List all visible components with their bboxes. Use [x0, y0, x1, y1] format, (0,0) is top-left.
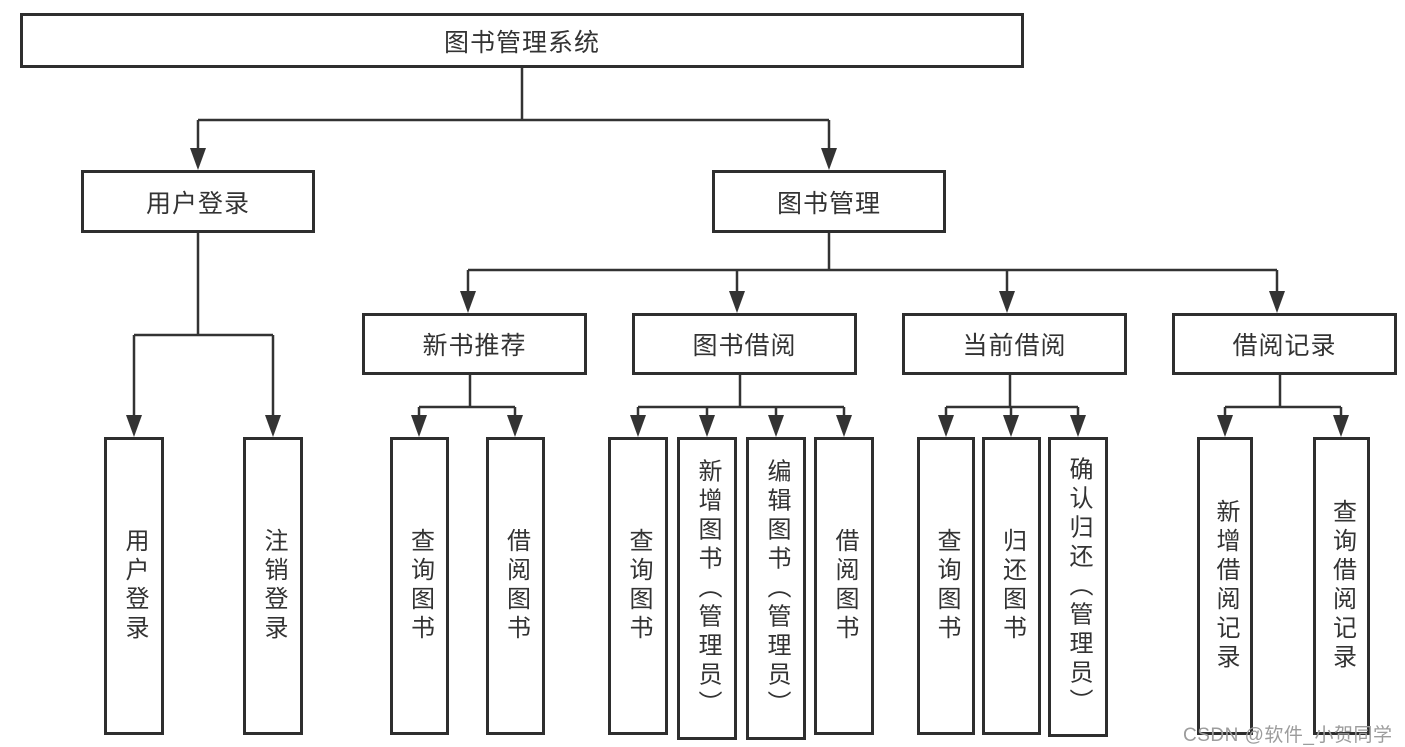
leaf-add-borrow-record: 新增借阅记录 [1197, 437, 1253, 735]
node-book-management: 图书管理 [712, 170, 946, 233]
leaf-query-books-recommend-label: 查询图书 [406, 528, 434, 644]
node-new-book-recommend: 新书推荐 [362, 313, 587, 375]
leaf-return-books: 归还图书 [982, 437, 1041, 735]
node-user-login-label: 用户登录 [145, 189, 250, 218]
leaf-borrow-books: 借阅图书 [814, 437, 874, 735]
leaf-query-books-current: 查询图书 [917, 437, 975, 735]
leaf-query-borrow-record-label: 查询借阅记录 [1328, 499, 1356, 673]
leaf-query-books-borrowing: 查询图书 [608, 437, 668, 735]
node-library-system: 图书管理系统 [20, 13, 1024, 68]
leaf-return-books-label: 归还图书 [998, 528, 1026, 644]
leaf-add-borrow-record-label: 新增借阅记录 [1211, 499, 1239, 673]
csdn-watermark: CSDN @软件_小贺同学 [1183, 725, 1393, 746]
node-borrowing-records-label: 借阅记录 [1232, 332, 1337, 360]
leaf-edit-books-admin: 编辑图书（管理员） [746, 437, 806, 740]
leaf-logout-label: 注销登录 [259, 528, 287, 644]
leaf-query-books-borrowing-label: 查询图书 [624, 528, 652, 644]
leaf-confirm-return-admin: 确认归还（管理员） [1048, 437, 1108, 737]
leaf-user-login: 用户登录 [104, 437, 164, 735]
node-book-borrowing: 图书借阅 [632, 313, 857, 375]
node-book-management-label: 图书管理 [776, 189, 881, 218]
leaf-query-books-recommend: 查询图书 [390, 437, 449, 735]
leaf-add-books-admin: 新增图书（管理员） [677, 437, 737, 740]
node-user-login: 用户登录 [81, 170, 315, 233]
leaf-confirm-return-admin-label: 确认归还（管理员） [1064, 456, 1092, 718]
arrowheads [126, 148, 1349, 437]
leaf-add-books-admin-label: 新增图书（管理员） [693, 458, 721, 719]
node-current-borrowing-label: 当前借阅 [962, 332, 1067, 360]
leaf-user-login-label: 用户登录 [120, 528, 148, 644]
leaf-borrow-books-label: 借阅图书 [830, 528, 858, 644]
leaf-logout: 注销登录 [243, 437, 303, 735]
node-library-system-label: 图书管理系统 [443, 28, 600, 57]
node-current-borrowing: 当前借阅 [902, 313, 1127, 375]
node-new-book-recommend-label: 新书推荐 [422, 332, 527, 360]
leaf-edit-books-admin-label: 编辑图书（管理员） [762, 458, 790, 719]
node-book-borrowing-label: 图书借阅 [692, 332, 797, 360]
leaf-query-borrow-record: 查询借阅记录 [1313, 437, 1370, 735]
leaf-borrow-books-recommend-label: 借阅图书 [502, 528, 530, 644]
node-borrowing-records: 借阅记录 [1172, 313, 1397, 375]
leaf-borrow-books-recommend: 借阅图书 [486, 437, 545, 735]
leaf-query-books-current-label: 查询图书 [932, 528, 960, 644]
